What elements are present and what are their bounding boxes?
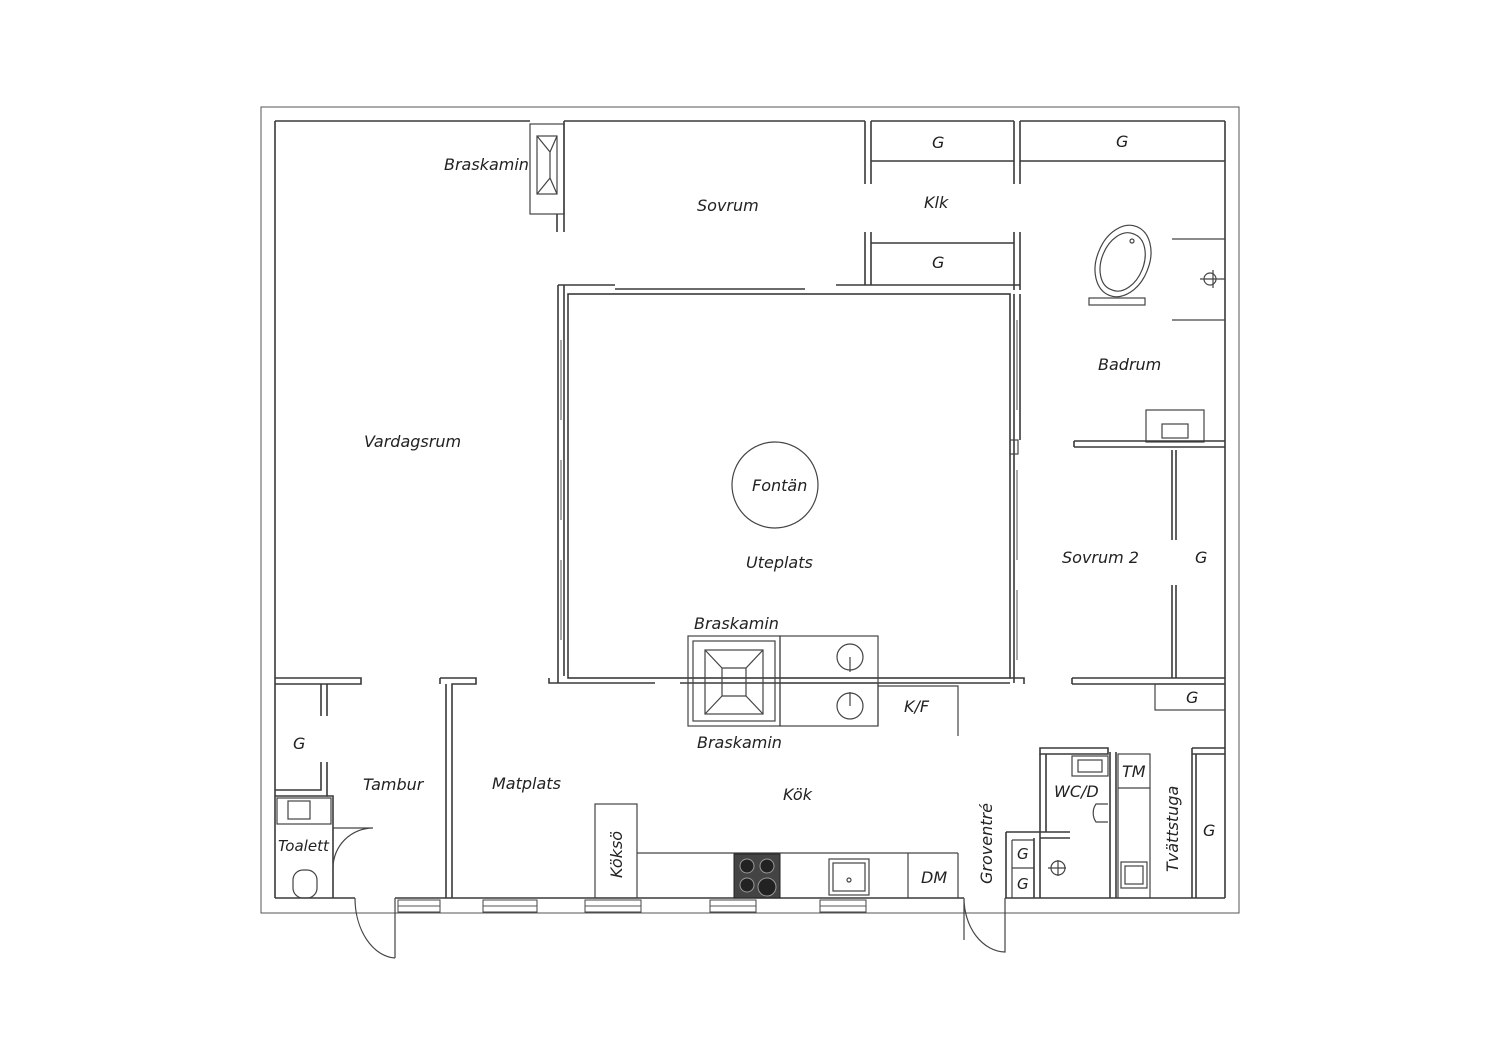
utility-rooms [1005,745,1226,899]
bathroom [1073,224,1225,448]
label-klk: Klk [924,193,949,212]
label-storage-5: G [1186,688,1198,707]
label-uteplats: Uteplats [746,553,813,572]
label-storage-9: G [1203,821,1215,840]
label-tm: TM [1122,762,1146,781]
label-tambur: Tambur [363,775,425,794]
label-storage-4: G [1195,548,1207,567]
label-matplats: Matplats [492,774,561,793]
label-storage-7: G [1017,845,1029,863]
label-storage-2: G [1116,132,1128,151]
entrance-walls [275,677,477,899]
fireplace-top [529,121,565,232]
label-dm: DM [921,868,947,887]
label-storage-1: G [932,133,944,152]
label-kf: K/F [904,697,930,716]
entrance-doors [354,897,1006,959]
label-badrum: Badrum [1098,355,1161,374]
label-storage-8: G [1017,875,1029,893]
windows-south [397,899,867,913]
label-sovrum-2: Sovrum 2 [1062,548,1139,567]
label-storage-6: G [293,734,305,753]
bedroom-2 [1071,450,1226,711]
label-wcd: WC/D [1054,782,1099,801]
fireplace-mid [687,635,959,736]
label-vardagsrum: Vardagsrum [364,432,461,451]
interior-walls-top [558,121,1225,290]
courtyard [548,285,1025,684]
label-groventre: Groventré [977,803,996,884]
fountain-circle [731,441,819,529]
outer-boundary [260,106,1240,914]
label-tvattstuga: Tvättstuga [1163,786,1182,872]
label-braskamin-mid-top: Braskamin [694,614,779,633]
label-toalett: Toalett [278,837,330,855]
label-kok: Kök [783,785,813,804]
label-braskamin-mid-bottom: Braskamin [697,733,782,752]
label-fontan: Fontän [752,476,807,495]
label-braskamin-top: Braskamin [444,155,529,174]
label-storage-3: G [932,253,944,272]
kitchen-counter [594,803,959,899]
label-kokso: Köksö [607,831,626,878]
exterior-walls [274,120,1226,899]
label-sovrum: Sovrum [697,196,759,215]
